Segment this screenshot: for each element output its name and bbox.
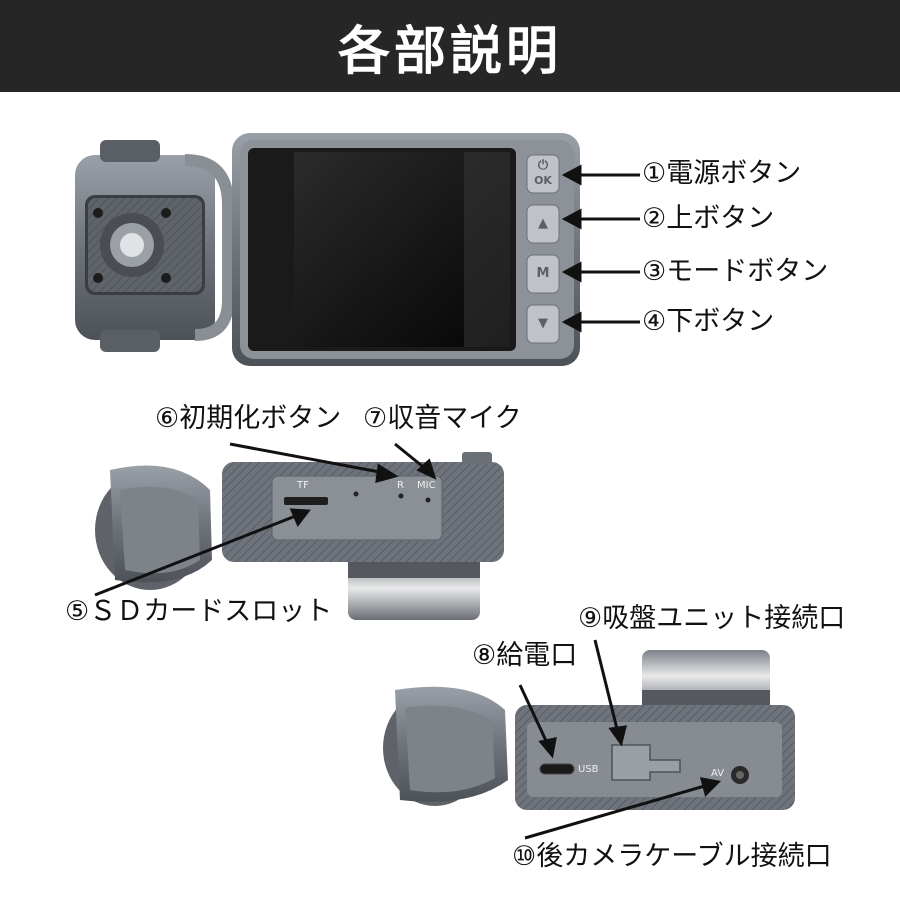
tf-mark: TF — [297, 480, 309, 491]
label-down-button: ④下ボタン — [642, 306, 775, 337]
ok-mark: OK — [534, 174, 552, 187]
product-illustration — [75, 133, 795, 840]
sd-slot — [284, 497, 328, 505]
label-mount-connector: ⑨吸盤ユニット接続口 — [578, 603, 846, 634]
label-mode-button: ③モードボタン — [642, 256, 829, 287]
down-arrow-icon: ▼ — [538, 316, 548, 331]
label-up-button: ②上ボタン — [642, 203, 775, 234]
top-view — [95, 452, 504, 620]
mount-connector — [611, 744, 681, 781]
bottom-view — [383, 650, 795, 810]
header-bar: 各部説明 — [0, 0, 900, 92]
reset-mark: R — [397, 480, 404, 491]
av-mark: AV — [711, 768, 725, 779]
mode-mark: M — [536, 266, 550, 281]
label-power-port: ⑧給電口 — [472, 640, 578, 671]
label-rear-camera-port: ⑩後カメラケーブル接続口 — [512, 841, 832, 872]
label-mic: ⑦収音マイク — [363, 403, 522, 434]
page-title: 各部説明 — [337, 21, 562, 82]
front-view — [75, 133, 580, 366]
label-sd-slot: ⑤ＳＤカードスロット — [65, 596, 333, 627]
usb-port — [539, 763, 575, 775]
bottom-arrows — [518, 639, 722, 840]
power-icon: ⏻ — [537, 158, 549, 173]
label-reset-button: ⑥初期化ボタン — [155, 403, 342, 434]
top-arrows — [94, 442, 437, 597]
usb-mark: USB — [578, 764, 599, 775]
label-power-button: ①電源ボタン — [642, 158, 802, 189]
mic-mark: MIC — [417, 480, 436, 491]
up-arrow-icon: ▲ — [538, 216, 548, 231]
front-arrows — [561, 164, 640, 333]
